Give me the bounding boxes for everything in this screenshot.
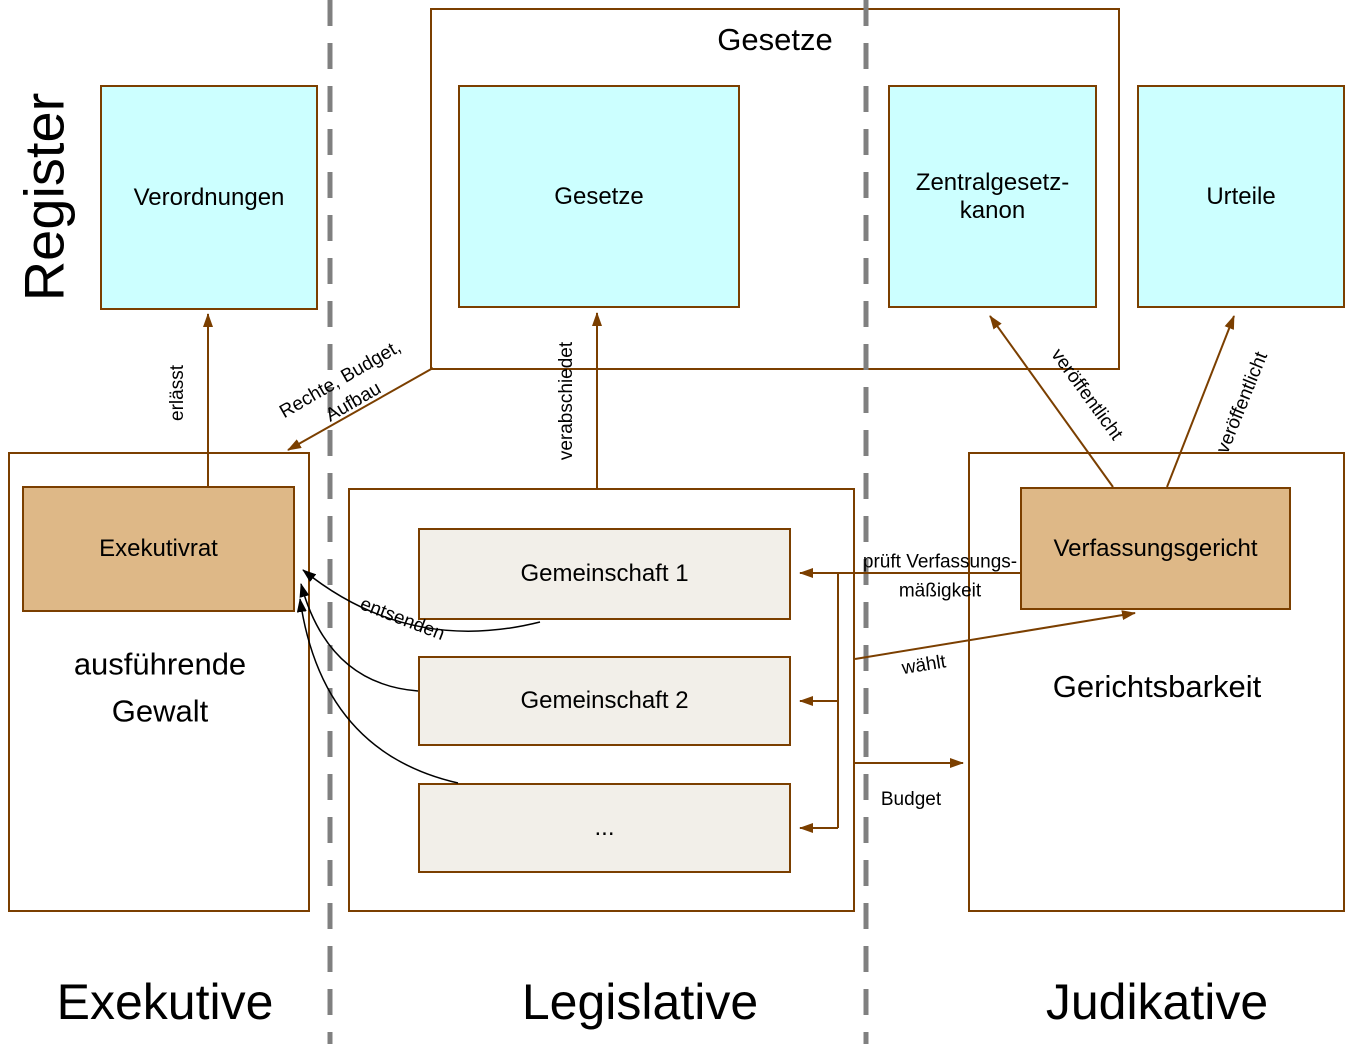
gemeinschaft-more-box: ... [418, 783, 791, 873]
edge-label-erlaesst: erlässt [166, 365, 188, 421]
gesetze-box: Gesetze [458, 85, 740, 308]
exekutivrat-box: Exekutivrat [22, 486, 295, 612]
edge-label-waehlt: wählt [900, 651, 948, 680]
column-label-exekutive: Exekutive [56, 974, 274, 1030]
verfassungsgericht-box: Verfassungsgericht [1020, 487, 1291, 610]
zentralgesetzkanon-box: Zentralgesetz- kanon [888, 85, 1097, 308]
executive-caption: ausführende Gewalt [73, 646, 247, 729]
exekutivrat-label: Exekutivrat [99, 535, 218, 562]
judicial-caption: Gerichtsbarkeit [1052, 668, 1262, 704]
register-label: Register [12, 92, 76, 302]
gesetze-container-title: Gesetze [717, 21, 833, 57]
edge-label-veroeffentlicht-right: veröffentlicht [1212, 349, 1273, 457]
gemeinschaft-1-label: Gemeinschaft 1 [520, 560, 689, 587]
column-label-legislative: Legislative [521, 974, 759, 1030]
column-label-judikative: Judikative [1045, 974, 1269, 1030]
edge-label-budget: Budget [880, 788, 942, 810]
edge-label-prueft-verfassungsmaessigkeit: prüft Verfassungs- mäßigkeit [862, 551, 1018, 602]
gemeinschaft-2-label: Gemeinschaft 2 [520, 687, 689, 714]
urteile-label: Urteile [1206, 182, 1276, 210]
gemeinschaft-more-label: ... [594, 814, 615, 841]
verfassungsgericht-label: Verfassungsgericht [1053, 534, 1258, 562]
edge-label-verabschiedet: verabschiedet [555, 341, 577, 461]
gemeinschaft-1-box: Gemeinschaft 1 [418, 528, 791, 620]
zentralgesetzkanon-label: Zentralgesetz- kanon [915, 168, 1070, 224]
edge-label-rechte-budget-aufbau: Rechte, Budget, Aufbau [276, 336, 405, 426]
urteile-box: Urteile [1137, 85, 1345, 308]
verordnungen-box: Verordnungen [100, 85, 318, 310]
gemeinschaft-2-box: Gemeinschaft 2 [418, 656, 791, 746]
verordnungen-label: Verordnungen [133, 183, 285, 211]
gesetze-label: Gesetze [554, 182, 644, 210]
